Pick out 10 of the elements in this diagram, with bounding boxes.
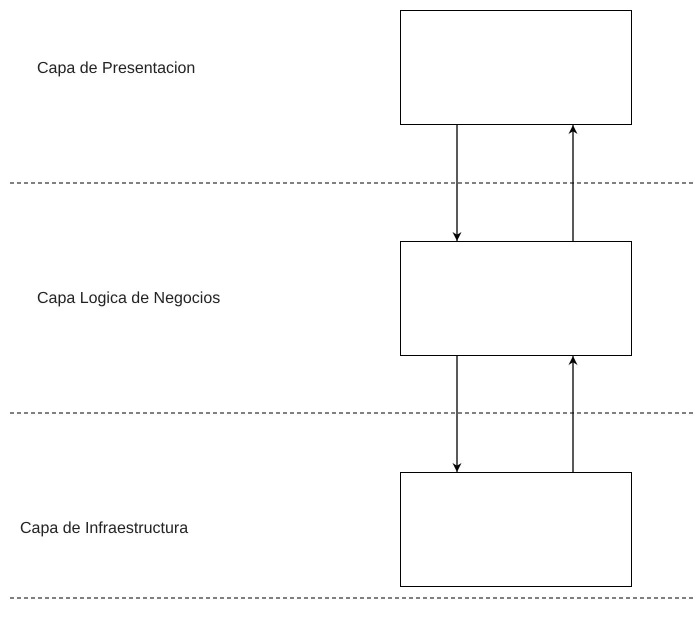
arrow (568, 356, 578, 472)
layer-box (400, 241, 632, 356)
layer-label: Capa de Presentacion (37, 60, 196, 78)
arrow (452, 125, 462, 241)
layer-label: Capa Logica de Negocios (37, 290, 220, 308)
layer-box (400, 472, 632, 587)
layer-label: Capa de Infraestructura (20, 520, 188, 538)
arrow (568, 125, 578, 241)
layer-box (400, 10, 632, 125)
arrow (452, 356, 462, 472)
